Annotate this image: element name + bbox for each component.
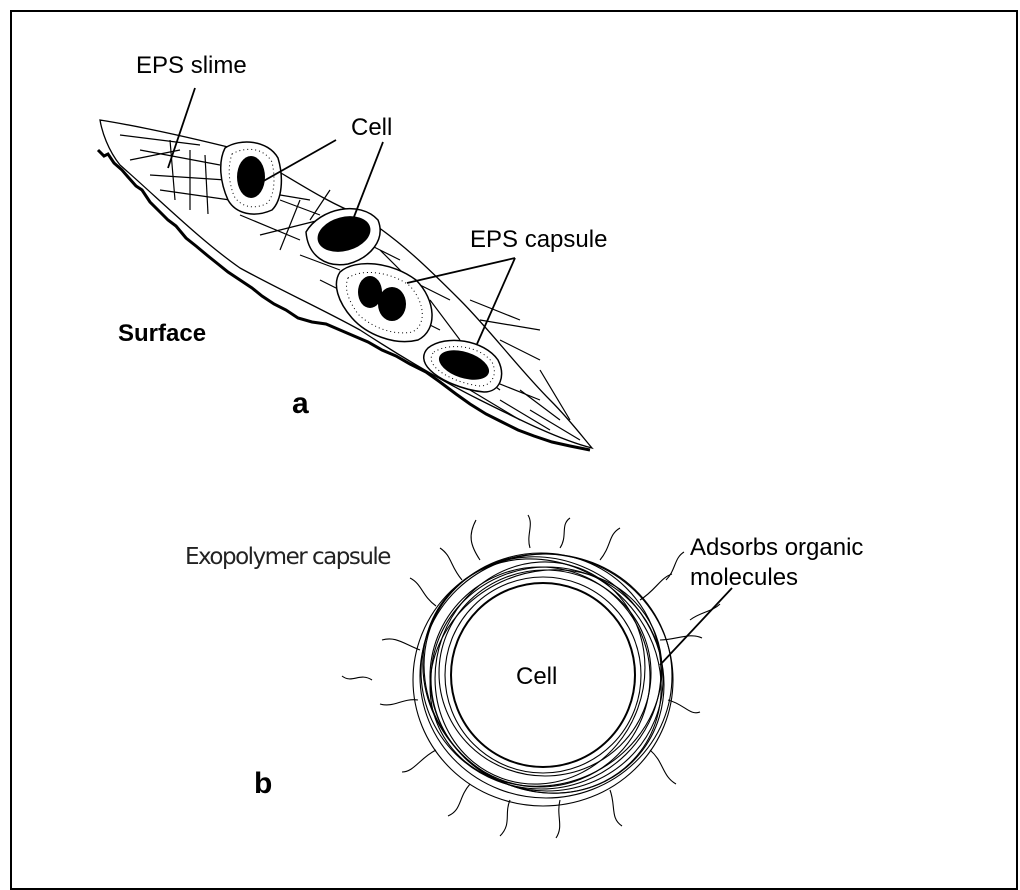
- cell-2: [306, 209, 380, 265]
- panel-a: EPS slime Cell EPS capsule Surface a: [98, 52, 607, 450]
- adsorbs-leader-line: [660, 588, 732, 665]
- exopolymer-capsule-label: Exopolymer capsule: [185, 544, 390, 570]
- surface-label: Surface: [118, 320, 206, 347]
- eps-capsule-label: EPS capsule: [470, 226, 607, 253]
- cell-label-b: Cell: [516, 663, 557, 690]
- cell-label-a: Cell: [351, 114, 392, 141]
- panel-b-label: b: [254, 767, 272, 800]
- panel-a-label: a: [292, 387, 309, 420]
- cell-3: [336, 264, 432, 342]
- adsorbs-label-line2: molecules: [690, 564, 798, 591]
- adsorbs-label-line1: Adsorbs organic: [690, 534, 863, 561]
- cell-1: [221, 142, 282, 214]
- cell-4: [424, 340, 502, 392]
- panel-b: Exopolymer capsule Cell Adsorbs organic …: [185, 508, 863, 842]
- eps-slime-label: EPS slime: [136, 52, 247, 79]
